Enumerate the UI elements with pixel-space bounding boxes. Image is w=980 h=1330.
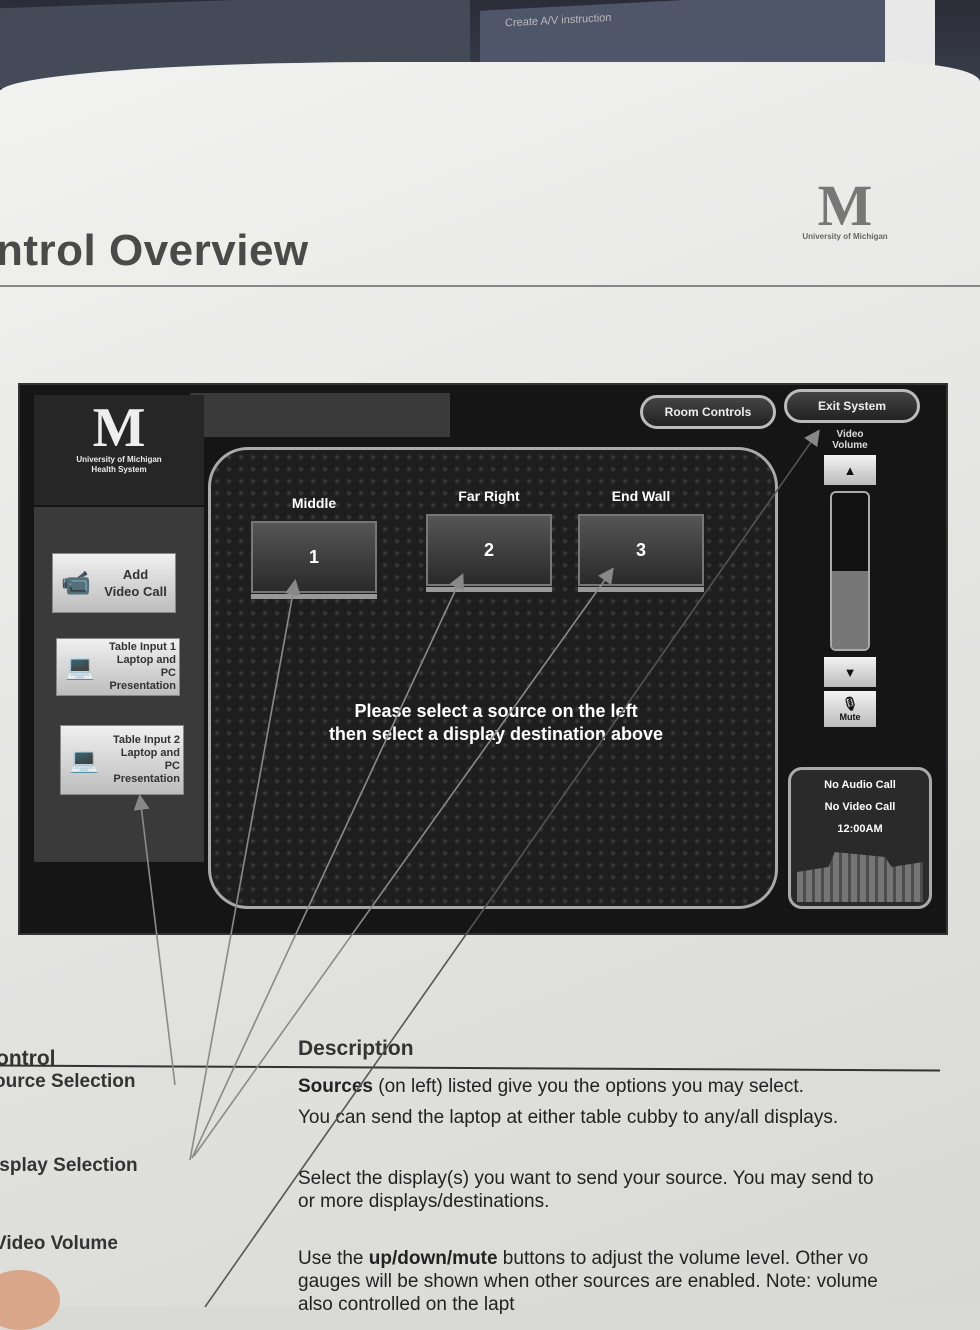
display-far-right[interactable]: Far Right 2 <box>426 488 552 592</box>
up-arrow-icon: ▲ <box>843 462 857 478</box>
display-name: End Wall <box>611 488 671 504</box>
desc-text: Select the display(s) you want to send y… <box>298 1168 874 1189</box>
page-title: ntrol Overview <box>0 226 309 275</box>
description-source-selection: Sources (on left) listed give you the op… <box>298 1075 980 1129</box>
prompt-line-1: Please select a source on the left <box>354 701 638 721</box>
video-volume-panel: Video Volume ▲ ▼ 🎙 Mute <box>820 429 880 731</box>
desc-text: gauges will be shown when other sources … <box>298 1271 878 1292</box>
source-table-input-1[interactable]: 💻 Table Input 1 Laptop and PC Presentati… <box>56 638 180 696</box>
display-name: Far Right <box>458 488 520 504</box>
description-display-selection: Select the display(s) you want to send y… <box>298 1167 980 1213</box>
control-source-selection: ource Selection <box>0 1071 136 1092</box>
down-arrow-icon: ▼ <box>843 664 857 680</box>
logo-line2: Health System <box>91 465 147 474</box>
header-description: Description <box>298 1037 414 1060</box>
laptop-icon: 💻 <box>69 746 99 774</box>
exit-system-button[interactable]: Exit System <box>784 389 920 423</box>
header-control: ontrol <box>0 1047 56 1070</box>
desc-bold: up/down/mute <box>368 1248 498 1269</box>
source-label: Table Input 1 Laptop and PC Presentation <box>108 641 176 692</box>
monitor-bezel <box>885 0 935 70</box>
desc-text: also controlled on the lapt <box>298 1294 515 1315</box>
title-divider <box>0 285 980 287</box>
display-name: Middle <box>291 495 337 511</box>
source-label: Add Video Call <box>104 567 167 599</box>
display-end-wall[interactable]: End Wall 3 <box>578 488 704 592</box>
display-stage: Middle 1 Far Right 2 End Wall 3 Please s… <box>208 447 778 909</box>
volume-gauge-fill <box>832 571 868 649</box>
instruction-prompt: Please select a source on the left then … <box>271 700 721 746</box>
display-base <box>426 587 552 592</box>
display-screen: 3 <box>578 514 704 586</box>
description-video-volume: Use the up/down/mute buttons to adjust t… <box>298 1247 980 1316</box>
mute-label: Mute <box>839 712 861 722</box>
prompt-line-2: then select a display destination above <box>328 724 664 744</box>
logo-caption: University of Michigan <box>802 232 888 241</box>
desc-text: (on left) listed give you the options yo… <box>372 1076 804 1097</box>
display-base <box>251 594 377 599</box>
desc-text: or more displays/destinations. <box>298 1191 550 1212</box>
top-bar <box>190 393 450 437</box>
display-screen: 2 <box>426 514 552 586</box>
display-base <box>578 587 704 592</box>
control-display-selection: isplay Selection <box>0 1155 138 1176</box>
audio-call-status: No Audio Call <box>824 779 896 791</box>
microphone-icon: 🎙 <box>841 696 859 711</box>
volume-down-button[interactable]: ▼ <box>824 657 876 687</box>
clock: 12:00AM <box>837 823 883 835</box>
display-middle[interactable]: Middle 1 <box>251 495 377 599</box>
volume-label-2: Volume <box>832 440 868 451</box>
hospital-building-image <box>797 852 923 902</box>
touch-panel-screenshot: M University of Michigan Health System 📹… <box>18 383 948 935</box>
source-add-video-call[interactable]: 📹 Add Video Call <box>52 553 176 613</box>
university-logo: M University of Michigan <box>790 173 900 242</box>
video-call-status: No Video Call <box>824 801 896 813</box>
desc-text: Use the <box>298 1248 369 1269</box>
desc-text: buttons to adjust the volume level. Othe… <box>497 1248 869 1269</box>
source-label: Table Input 2 Laptop and PC Presentation <box>112 734 180 785</box>
volume-gauge[interactable] <box>830 491 870 651</box>
call-status-box: No Audio Call No Video Call 12:00AM <box>788 767 932 909</box>
control-video-volume: Video Volume <box>0 1233 118 1254</box>
health-system-logo: M University of Michigan Health System <box>34 395 204 505</box>
video-camera-icon: 📹 <box>61 569 91 597</box>
volume-up-button[interactable]: ▲ <box>824 455 876 485</box>
room-controls-button[interactable]: Room Controls <box>640 395 776 429</box>
source-table-input-2[interactable]: 💻 Table Input 2 Laptop and PC Presentati… <box>60 725 184 795</box>
mute-button[interactable]: 🎙 Mute <box>824 691 876 727</box>
display-screen: 1 <box>251 521 377 593</box>
monitor-text: Create A/V instruction <box>505 11 612 30</box>
logo-line1: University of Michigan <box>76 455 162 464</box>
desc-text: You can send the laptop at either table … <box>298 1107 839 1128</box>
desc-bold: Sources <box>298 1076 373 1097</box>
laptop-icon: 💻 <box>65 653 95 681</box>
volume-label-1: Video <box>836 429 864 440</box>
logo-letter: M <box>92 397 146 459</box>
logo-letter: M <box>817 173 873 238</box>
